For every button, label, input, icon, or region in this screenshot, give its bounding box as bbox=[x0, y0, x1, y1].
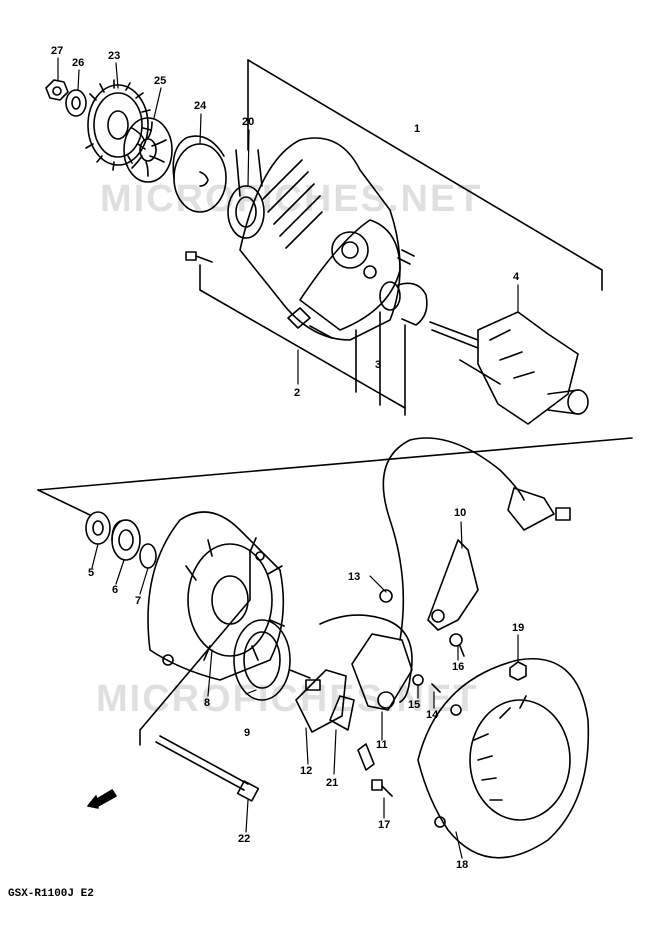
model-label: GSX-R1100J E2 bbox=[8, 888, 94, 900]
part-brush-holder-12 bbox=[295, 669, 347, 733]
part-bolt-2 bbox=[185, 251, 333, 339]
callout-20: 20 bbox=[242, 116, 255, 128]
part-small-14-15 bbox=[412, 674, 441, 693]
front-arrow-icon bbox=[87, 789, 117, 809]
part-nut-19 bbox=[509, 661, 527, 681]
part-rear-cover-18 bbox=[417, 658, 590, 859]
callout-7: 7 bbox=[135, 595, 142, 607]
callout-9: 9 bbox=[244, 727, 251, 739]
callout-6: 6 bbox=[112, 584, 119, 596]
callout-12: 12 bbox=[300, 765, 313, 777]
part-stator-9 bbox=[233, 619, 311, 701]
callout-15: 15 bbox=[408, 699, 421, 711]
callout-10: 10 bbox=[454, 507, 467, 519]
callout-8: 8 bbox=[204, 697, 211, 709]
callout-27: 27 bbox=[51, 45, 64, 57]
callout-17: 17 bbox=[378, 819, 391, 831]
part-fan-25 bbox=[123, 117, 173, 183]
callout-11: 11 bbox=[376, 739, 388, 751]
callout-23: 23 bbox=[108, 50, 121, 62]
callout-3: 3 bbox=[375, 359, 382, 371]
watermark-top: MICROFICHES.NET bbox=[100, 178, 483, 220]
part-rear-housing-8 bbox=[147, 511, 285, 681]
part-alternator-housing bbox=[239, 137, 415, 341]
part-rotor-4 bbox=[429, 311, 589, 425]
assembly-bracket-lines bbox=[37, 59, 633, 746]
part-plate-21 bbox=[329, 695, 375, 771]
callout-19: 19 bbox=[512, 622, 525, 634]
callout-26: 26 bbox=[72, 57, 85, 69]
callout-5: 5 bbox=[88, 567, 95, 579]
part-screw-17 bbox=[371, 779, 393, 797]
callout-4: 4 bbox=[513, 271, 520, 283]
callout-22: 22 bbox=[238, 833, 251, 845]
watermark-bottom: MICROFICHES.NET bbox=[96, 678, 479, 720]
callout-21: 21 bbox=[326, 777, 339, 789]
part-screw-16 bbox=[449, 633, 465, 657]
callout-24: 24 bbox=[194, 100, 207, 112]
part-seal-3 bbox=[379, 281, 428, 326]
part-nut-27 bbox=[45, 79, 69, 101]
part-washer-26 bbox=[65, 89, 87, 117]
part-bearing-6 bbox=[111, 519, 141, 561]
part-ring-7 bbox=[139, 543, 157, 569]
callout-13: 13 bbox=[348, 571, 361, 583]
callout-leader-lines bbox=[57, 57, 519, 859]
callout-18: 18 bbox=[456, 859, 469, 871]
part-terminal-10 bbox=[427, 539, 479, 631]
part-long-bolt-22 bbox=[155, 735, 260, 802]
callout-14: 14 bbox=[426, 709, 439, 721]
callout-25: 25 bbox=[154, 75, 167, 87]
part-wire-harness-13 bbox=[319, 437, 571, 703]
callout-16: 16 bbox=[452, 661, 465, 673]
callout-2: 2 bbox=[294, 387, 301, 399]
callout-1: 1 bbox=[414, 123, 421, 135]
part-seal-5 bbox=[85, 511, 111, 545]
